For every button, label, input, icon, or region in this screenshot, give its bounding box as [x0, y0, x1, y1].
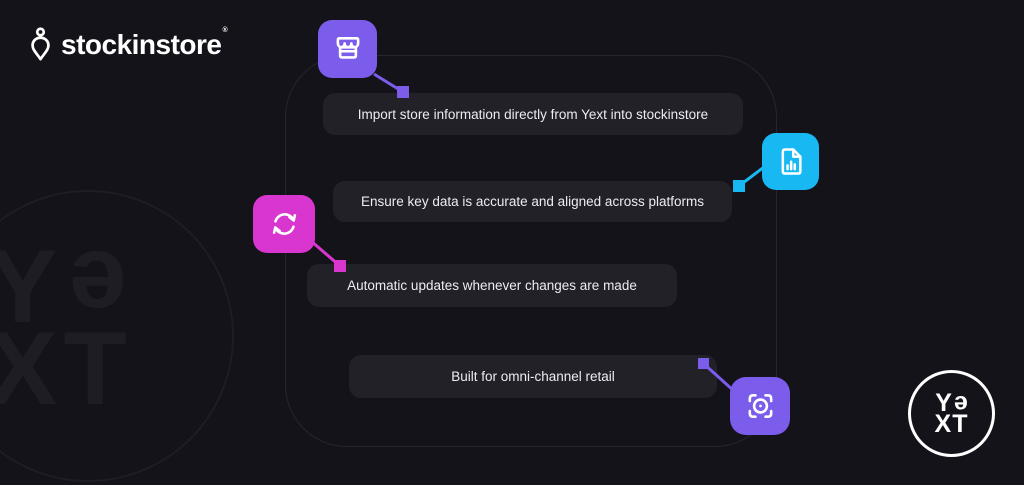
icon-tile-sync	[253, 195, 315, 253]
document-chart-icon	[773, 144, 808, 179]
storefront-icon	[330, 31, 366, 67]
watermark-line1: Ye	[0, 229, 128, 345]
scan-focus-icon	[742, 388, 779, 424]
yext-logo-line2: XT	[934, 409, 969, 438]
feature-pill-import: Import store information directly from Y…	[323, 93, 743, 135]
icon-tile-scan	[730, 377, 790, 435]
stockinstore-wordmark: stockinstore®	[61, 27, 228, 60]
sync-icon	[266, 206, 303, 242]
stockinstore-logo: stockinstore®	[28, 26, 228, 63]
feature-pill-omnichannel: Built for omni-channel retail	[349, 355, 717, 398]
icon-tile-document	[762, 133, 819, 190]
trademark-symbol: ®	[222, 27, 228, 35]
feature-pill-updates: Automatic updates whenever changes are m…	[307, 264, 677, 307]
yext-logo-line1: Ye	[935, 388, 968, 418]
feature-pill-accuracy: Ensure key data is accurate and aligned …	[333, 181, 732, 222]
watermark-line2: XT	[0, 311, 133, 427]
icon-tile-storefront	[318, 20, 377, 78]
yext-logo: Ye XT	[908, 370, 995, 457]
location-pin-icon	[28, 26, 53, 63]
